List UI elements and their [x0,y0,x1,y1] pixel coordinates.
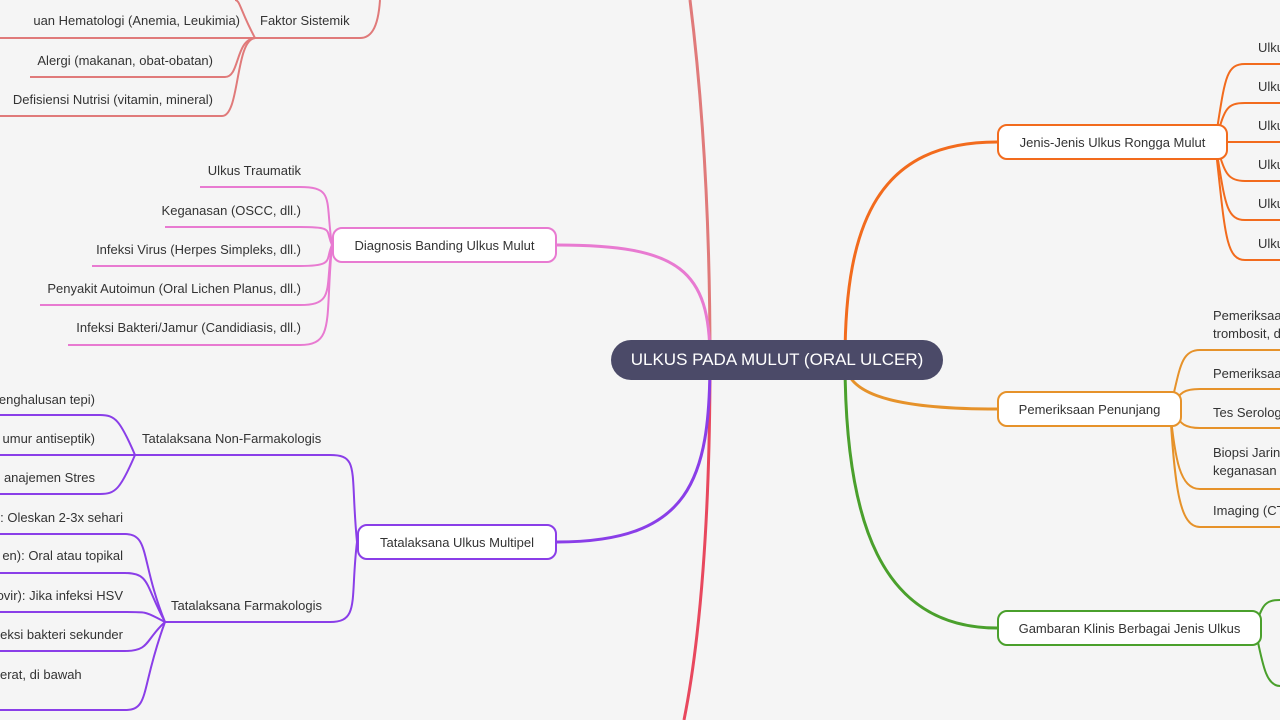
farm-item[interactable]: ovir): Jika infeksi HSV [0,588,123,603]
penunjang-item[interactable]: Tes Serolog [1213,405,1280,420]
diagnosis-item[interactable]: Infeksi Bakteri/Jamur (Candidiasis, dll.… [76,320,301,335]
jenis-item[interactable]: Ulku [1258,196,1280,211]
non-farm-item[interactable]: umur antiseptik) [2,431,95,446]
jenis-item[interactable]: Ulku [1258,118,1280,133]
faktor-item[interactable]: uan Hematologi (Anemia, Leukimia) [33,13,240,28]
penunjang-item[interactable]: Pemeriksaa [1213,366,1280,381]
diagnosis-item[interactable]: Penyakit Autoimun (Oral Lichen Planus, d… [47,281,301,296]
faktor-item[interactable]: Alergi (makanan, obat-obatan) [37,53,213,68]
penunjang-item[interactable]: Pemeriksaa trombosit, d [1213,307,1280,343]
jenis-item[interactable]: Ulku [1258,40,1280,55]
line: keganasan [1213,463,1277,478]
line: Pemeriksaa [1213,308,1280,323]
jenis-item[interactable]: Ulku [1258,236,1280,251]
gambaran-klinis-node[interactable]: Gambaran Klinis Berbagai Jenis Ulkus [997,610,1262,646]
non-farm-item[interactable]: anajemen Stres [3,470,95,485]
jenis-item[interactable]: Ulku [1258,79,1280,94]
jenis-ulkus-node[interactable]: Jenis-Jenis Ulkus Rongga Mulut [997,124,1228,160]
penunjang-item[interactable]: Biopsi Jarin keganasan [1213,444,1280,480]
central-topic[interactable]: ULKUS PADA MULUT (ORAL ULCER) [611,340,943,380]
non-farmakologis-node[interactable]: Tatalaksana Non-Farmakologis [142,431,322,446]
jenis-item[interactable]: Ulku [1258,157,1280,172]
diagnosis-item[interactable]: Keganasan (OSCC, dll.) [161,203,301,218]
faktor-sistemik-node[interactable]: Faktor Sistemik [260,13,350,28]
non-farm-item[interactable]: enghalusan tepi) [0,392,95,407]
penunjang-item[interactable]: Imaging (CT [1213,503,1280,518]
farm-item[interactable]: erat, di bawah [0,667,82,682]
diagnosis-item[interactable]: Ulkus Traumatik [207,163,301,178]
farm-item[interactable]: : Oleskan 2-3x sehari [0,510,123,525]
line: trombosit, d [1213,326,1280,341]
tatalaksana-node[interactable]: Tatalaksana Ulkus Multipel [357,524,557,560]
farm-item[interactable]: eksi bakteri sekunder [0,627,123,642]
line: Biopsi Jarin [1213,445,1280,460]
farmakologis-node[interactable]: Tatalaksana Farmakologis [171,598,323,613]
faktor-item[interactable]: Defisiensi Nutrisi (vitamin, mineral) [12,92,213,107]
diagnosis-item[interactable]: Infeksi Virus (Herpes Simpleks, dll.) [96,242,301,257]
pemeriksaan-penunjang-node[interactable]: Pemeriksaan Penunjang [997,391,1182,427]
farm-item[interactable]: en): Oral atau topikal [2,548,123,563]
diagnosis-banding-node[interactable]: Diagnosis Banding Ulkus Mulut [332,227,557,263]
